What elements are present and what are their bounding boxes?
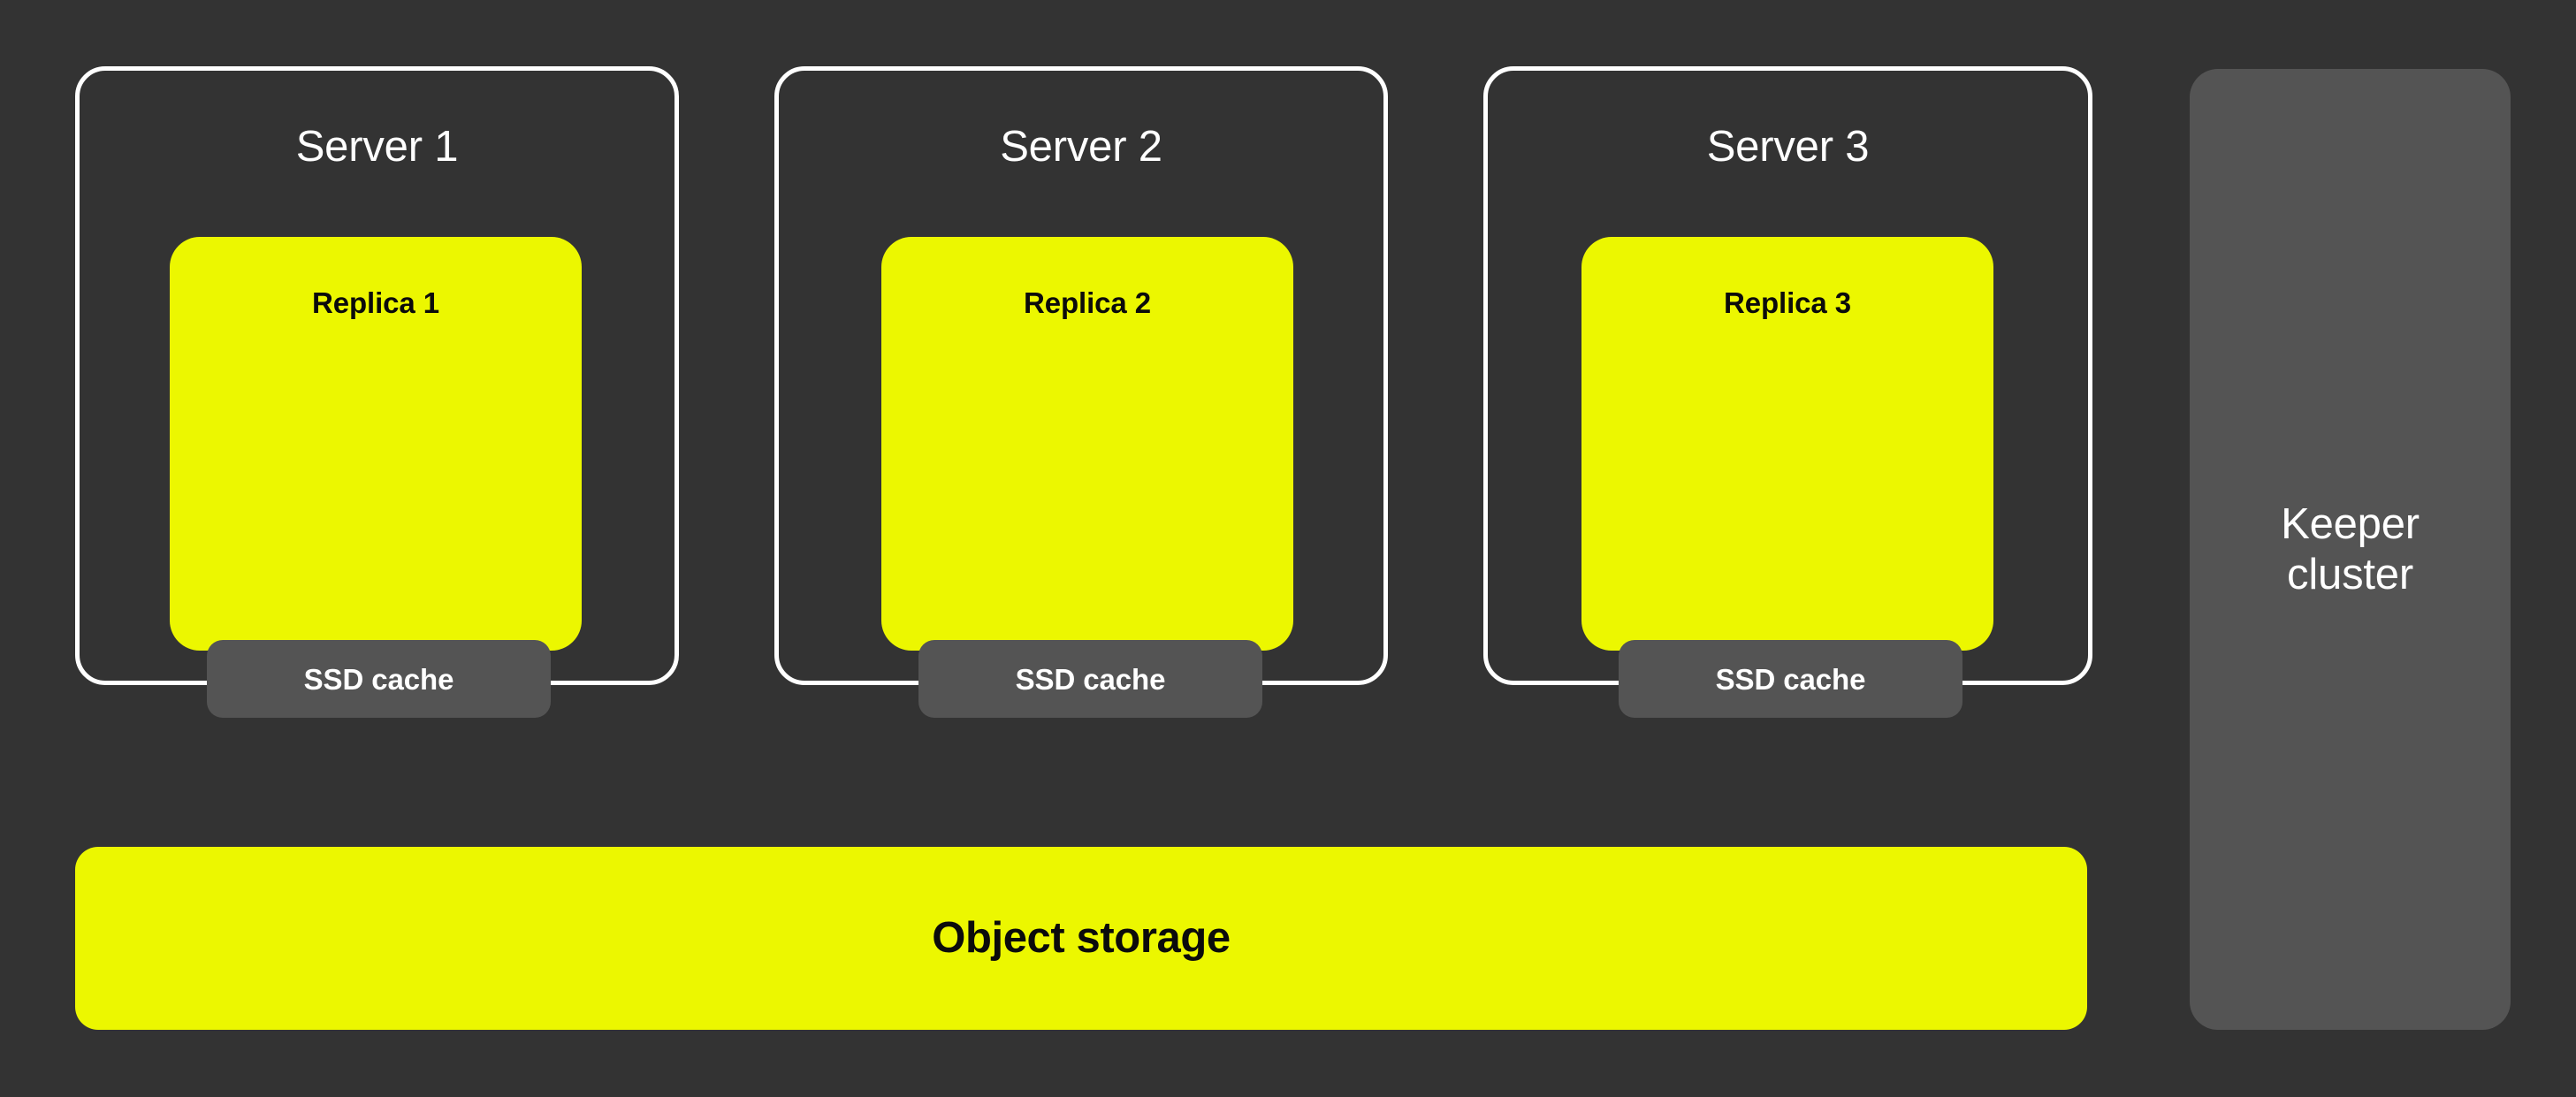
ssd-cache-1[interactable]: SSD cache: [207, 640, 551, 718]
server-title-1: Server 1: [295, 123, 459, 171]
replica-label-2: Replica 2: [1023, 286, 1151, 319]
replica-box-3[interactable]: Replica 3: [1581, 237, 1993, 651]
replica-label-1: Replica 1: [311, 286, 439, 319]
keeper-cluster-label-line1: Keeper: [2281, 499, 2420, 548]
replica-box-2[interactable]: Replica 2: [881, 237, 1293, 651]
server-title-3: Server 3: [1706, 123, 1870, 171]
ssd-cache-label-1: SSD cache: [303, 662, 454, 696]
ssd-cache-label-3: SSD cache: [1715, 662, 1866, 696]
replica-label-3: Replica 3: [1723, 286, 1851, 319]
replica-box-1[interactable]: Replica 1: [170, 237, 582, 651]
server-title-2: Server 2: [1000, 123, 1162, 171]
ssd-cache-3[interactable]: SSD cache: [1619, 640, 1962, 718]
keeper-cluster-label-line2: cluster: [2287, 550, 2413, 598]
object-storage-label: Object storage: [932, 914, 1231, 962]
ssd-cache-2[interactable]: SSD cache: [918, 640, 1262, 718]
ssd-cache-label-2: SSD cache: [1015, 662, 1166, 696]
object-storage-bar[interactable]: Object storage: [75, 847, 2087, 1030]
